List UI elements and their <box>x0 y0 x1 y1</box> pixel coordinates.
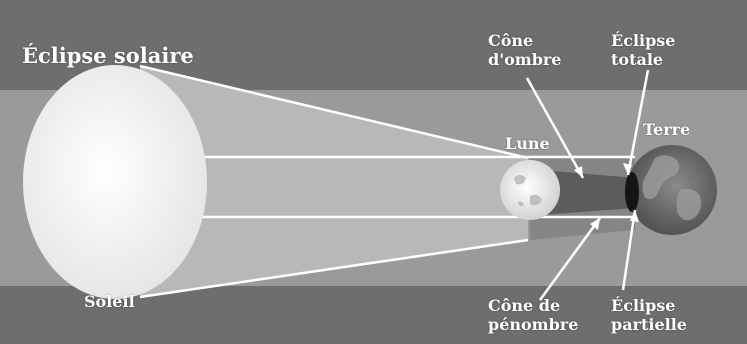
sun <box>23 65 207 299</box>
pointer-penumbra <box>538 217 602 301</box>
label-partial-eclipse: Éclipse partielle <box>611 296 687 334</box>
earth-continents <box>642 155 702 221</box>
tangent-line-bottom <box>139 238 529 299</box>
arrowhead-umbra <box>574 166 583 178</box>
arrowhead-penumbra <box>590 218 600 230</box>
label-total-eclipse: Éclipse totale <box>611 31 676 69</box>
moon <box>500 160 560 220</box>
label-sun: Soleil <box>84 292 135 311</box>
arrowhead-partial <box>630 210 639 222</box>
tangent-line-top <box>139 64 529 160</box>
label-moon: Lune <box>505 134 550 153</box>
label-penumbra-cone: Cône de pénombre <box>488 296 579 334</box>
pointer-umbra <box>525 77 585 179</box>
diagram-title: Éclipse solaire <box>22 43 194 68</box>
umbra-cone <box>540 170 635 215</box>
label-umbra-cone: Cône d'ombre <box>488 31 562 69</box>
pointer-total <box>626 69 650 176</box>
umbra-shadow-spot <box>625 172 639 212</box>
label-earth: Terre <box>643 120 691 139</box>
sun-light-beam <box>140 66 528 297</box>
arrowhead-total <box>623 163 632 175</box>
pointer-partial <box>621 209 637 291</box>
moon-craters <box>514 175 542 207</box>
